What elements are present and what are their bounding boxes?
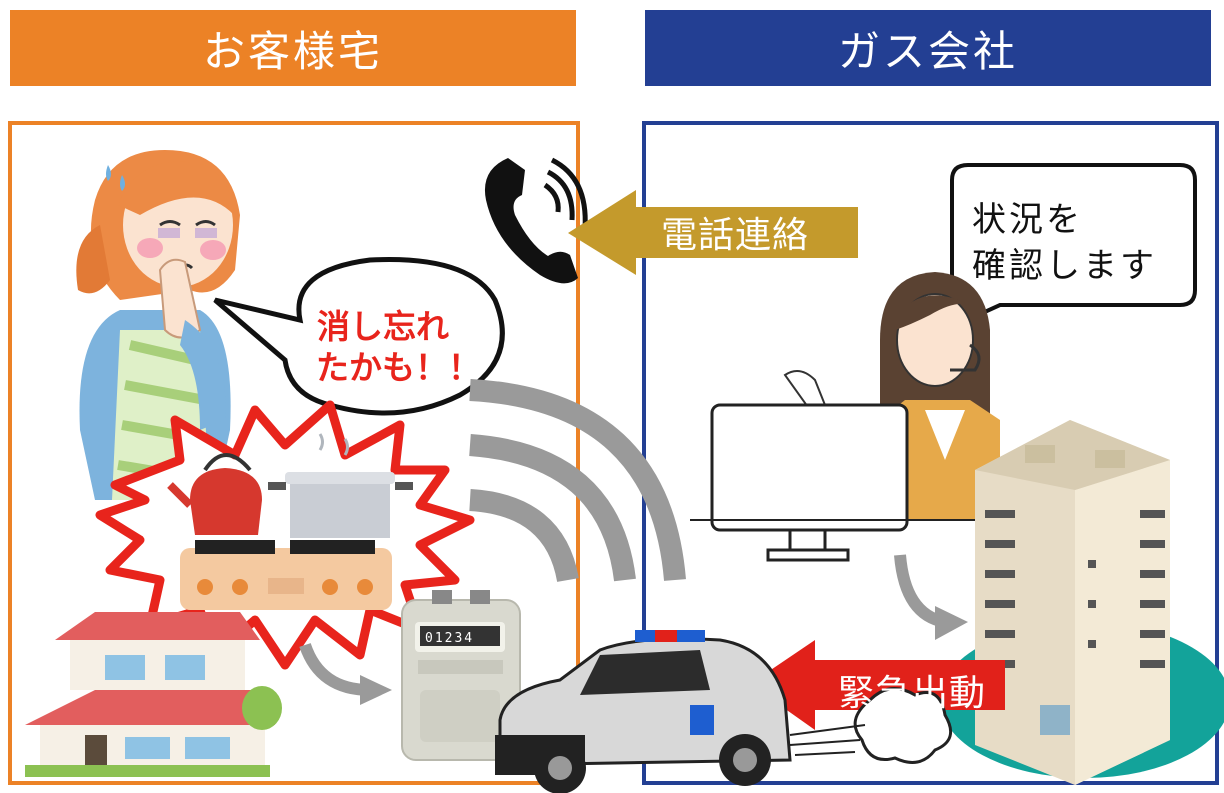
- phone-icon: [484, 157, 588, 284]
- gas-stove-illustration: [167, 433, 413, 610]
- company-building-illustration: [940, 420, 1224, 785]
- forgot-message-line-1: 消し忘れ: [317, 307, 449, 346]
- gas-company-header: ガス会社: [645, 10, 1211, 86]
- gas-company-panel: [642, 121, 1219, 785]
- phone-contact-label: 電話連絡: [660, 215, 809, 256]
- check-message-line-1: 状況を: [972, 200, 1083, 240]
- worried-woman-illustration: [76, 150, 240, 500]
- exhaust-smoke-illustration: [789, 687, 953, 764]
- gas-company-title: ガス会社: [837, 26, 1018, 76]
- emergency-dispatch-label: 緊急出動: [837, 673, 986, 714]
- meter-reading: 01234: [425, 631, 475, 646]
- customer-home-header: お客様宅: [10, 10, 576, 86]
- house-illustration: [25, 612, 282, 777]
- gray-arrow-to-building: [894, 554, 968, 640]
- signal-waves-icon: [469, 379, 686, 583]
- gray-arrow-to-meter: [299, 642, 392, 705]
- computer-monitor-illustration: [690, 403, 980, 562]
- customer-home-panel: [8, 121, 580, 785]
- customer-home-title: お客様宅: [202, 26, 383, 76]
- gas-meter-illustration: [401, 590, 521, 761]
- operator-woman-illustration: [783, 272, 1000, 520]
- forgot-message-line-2: たかも！！: [316, 348, 481, 387]
- check-message-line-2: 確認します: [972, 246, 1157, 286]
- phone-contact-arrow: [568, 190, 858, 275]
- emergency-vehicle-illustration: [495, 630, 792, 793]
- confirm-speech-bubble: [943, 163, 1197, 332]
